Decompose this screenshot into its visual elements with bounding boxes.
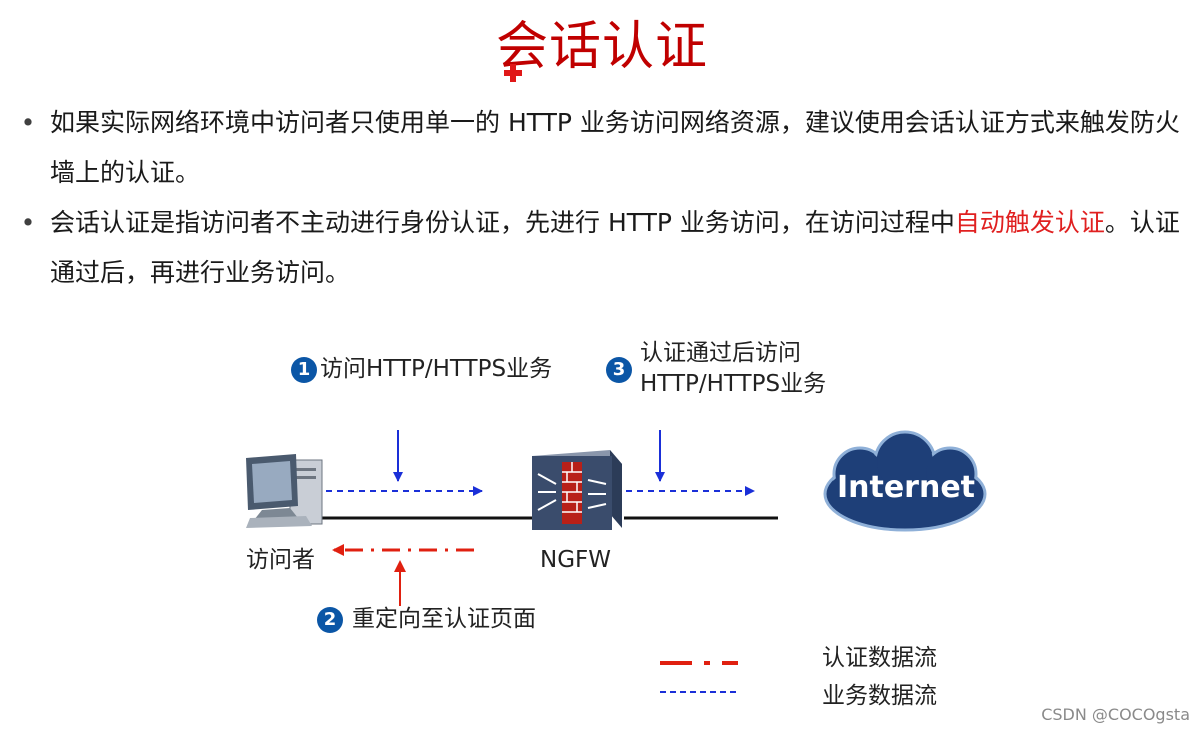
step1-label: 访问HTTP/HTTPS业务 [320, 356, 553, 382]
bullet-text-after: 。认证通过后，再进行业务访问。 [50, 208, 1180, 287]
computer-icon [246, 454, 323, 528]
step1-badge: 1 [291, 357, 317, 383]
internet-label: Internet [836, 470, 976, 505]
step3-badge: 3 [606, 357, 632, 383]
watermark: CSDN @COCOgsta [1041, 705, 1190, 724]
bullet-text: 如果实际网络环境中访问者只使用单一的 HTTP 业务访问网络资源，建议使用会话认… [50, 108, 1180, 187]
bullet-item: • 会话认证是指访问者不主动进行身份认证，先进行 HTTP 业务访问，在访问过程… [18, 198, 1188, 298]
bullet-item: • 如果实际网络环境中访问者只使用单一的 HTTP 业务访问网络资源，建议使用会… [18, 98, 1188, 198]
step3-label-line1: 认证通过后访问 [640, 340, 801, 366]
page-title: 会话认证 [495, 17, 708, 77]
legend-business-label: 业务数据流 [822, 683, 937, 709]
firewall-icon [532, 450, 622, 530]
plus-cursor-icon [504, 64, 522, 82]
firewall-label: NGFW [540, 547, 611, 573]
step3-label-line2: HTTP/HTTPS业务 [640, 371, 827, 397]
legend-auth-label: 认证数据流 [822, 645, 937, 671]
bullet-text-before: 会话认证是指访问者不主动进行身份认证，先进行 HTTP 业务访问，在访问过程中 [50, 208, 955, 237]
internet-cloud-icon [823, 430, 987, 532]
bullet-highlight: 自动触发认证 [954, 208, 1105, 237]
visitor-label: 访问者 [246, 547, 315, 573]
bullet-dot: • [20, 108, 36, 137]
step2-label: 重定向至认证页面 [352, 606, 536, 632]
bullet-list: • 如果实际网络环境中访问者只使用单一的 HTTP 业务访问网络资源，建议使用会… [18, 98, 1188, 298]
step2-badge: 2 [317, 607, 343, 633]
bullet-dot: • [20, 208, 36, 237]
